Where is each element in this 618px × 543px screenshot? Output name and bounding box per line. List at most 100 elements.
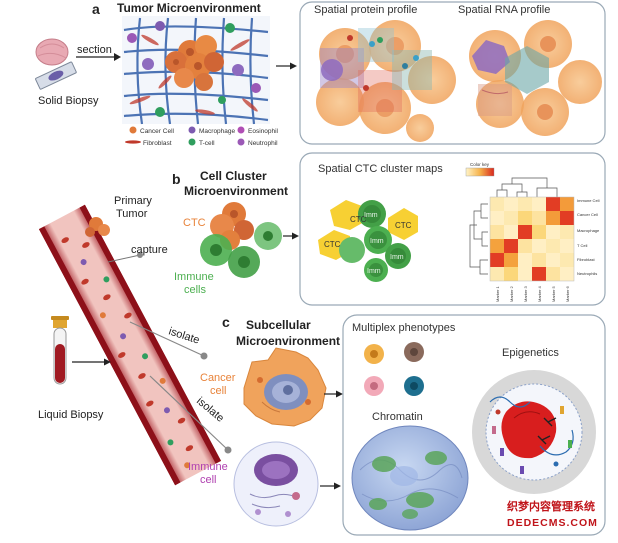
panel-b-title-2: Microenvironment xyxy=(184,184,288,198)
immune-cells-label-1: Immune xyxy=(174,271,214,283)
solid-biopsy-illustration xyxy=(35,38,77,90)
heatmap-col-label-6: Marker 6 xyxy=(565,285,570,302)
cluster-ctc-label-2: CTC xyxy=(324,240,341,249)
cluster-imm-label-3: Imm xyxy=(390,254,404,261)
legend-eosinophil: Eosinophil xyxy=(248,128,279,135)
protein-profile-illustration xyxy=(316,20,456,142)
heatmap-col-label-4: Marker 4 xyxy=(537,285,542,302)
panel-b: b Cell Cluster Microenvironment Primary … xyxy=(114,152,606,306)
legend-fibroblast: Fibroblast xyxy=(143,140,172,147)
cancer-cell-label-2: cell xyxy=(210,385,227,397)
vessel-blood-cells xyxy=(61,237,194,469)
profile-arrowhead xyxy=(290,62,297,70)
panel-a-letter: a xyxy=(92,1,100,17)
liquid-biopsy-tube xyxy=(51,316,69,385)
cancer-cell-large xyxy=(243,347,327,427)
heatmap-col-label-5: Marker 5 xyxy=(551,285,556,302)
panel-c-title-2: Microenvironment xyxy=(236,334,340,348)
protein-profile-title: Spatial protein profile xyxy=(314,4,417,16)
watermark: 织梦内容管理系统 DEDECMS.COM xyxy=(507,499,598,529)
eosinophil-icon xyxy=(237,126,245,134)
watermark-line-2: DEDECMS.COM xyxy=(507,517,598,529)
epigenetics-title: Epigenetics xyxy=(502,347,559,359)
legend-t-cell: T-cell xyxy=(199,140,215,147)
chromatin-title: Chromatin xyxy=(372,411,423,423)
capture-line xyxy=(107,254,141,263)
heatmap-col-label-3: Marker 3 xyxy=(523,285,528,302)
capture-label: capture xyxy=(131,244,168,256)
epigenetics-cell xyxy=(472,370,596,494)
cancer-cell-cluster xyxy=(165,35,224,91)
isolate-point-1 xyxy=(200,352,208,360)
heatmap-row-label-6: Neutrophils xyxy=(577,271,597,276)
isolate-label-1: isolate xyxy=(167,325,201,346)
primary-tumor-label-1: Primary xyxy=(114,195,152,207)
legend-macrophage: Macrophage xyxy=(199,128,236,135)
immune-cells-label-2: cells xyxy=(184,284,207,296)
cluster-ctc-label-1: CTC xyxy=(350,215,367,224)
heatmap-col-label-1: Marker 1 xyxy=(495,285,500,302)
isolate-point-2 xyxy=(224,446,232,454)
ctc-label: CTC xyxy=(183,217,206,229)
watermark-line-1: 织梦内容管理系统 xyxy=(507,499,595,513)
immune-cell-label-2: cell xyxy=(200,474,217,486)
cluster-imm-label-4: Imm xyxy=(367,268,381,275)
primary-tumor-label-2: Tumor xyxy=(116,208,148,220)
color-key-label: Color key xyxy=(470,162,490,167)
section-arrowhead xyxy=(114,53,121,61)
immune-cell-arrowhead xyxy=(334,482,341,490)
heatmap-row-label-3: Macrophage xyxy=(577,228,600,233)
cluster-map-title: Spatial CTC cluster maps xyxy=(318,163,443,175)
neutrophil-icon xyxy=(237,138,245,146)
heatmap-row-label-4: T Cell xyxy=(577,243,587,248)
cancer-cell-icon xyxy=(129,126,137,134)
isolate-line-1 xyxy=(129,321,205,357)
fibroblast-icon xyxy=(125,140,141,144)
multiplex-phenotype-cells xyxy=(364,342,424,396)
legend-neutrophil: Neutrophil xyxy=(248,140,278,147)
immune-cell-label-1: Immune xyxy=(188,461,228,473)
legend-cancer-cell: Cancer Cell xyxy=(140,128,175,135)
heatmap-dendrogram-left xyxy=(469,203,488,275)
scattered-immune-cells xyxy=(127,21,261,117)
cancer-cell-arrowhead xyxy=(336,390,343,398)
heatmap-row-label-2: Cancer Cell xyxy=(577,212,598,217)
section-label: section xyxy=(77,44,112,56)
immune-cell-large xyxy=(233,441,319,527)
rna-profile-title: Spatial RNA profile xyxy=(458,4,550,16)
capture-point xyxy=(137,252,143,258)
heatmap-col-label-2: Marker 2 xyxy=(509,285,514,302)
panel-a: a Tumor Microenvironment Solid Biopsy se… xyxy=(35,1,606,147)
cluster-imm-label-1: Imm xyxy=(364,212,378,219)
chromatin-nucleus xyxy=(351,425,469,531)
primary-tumor-mass xyxy=(85,217,110,237)
isolate-line-2 xyxy=(149,375,229,451)
panel-a-title: Tumor Microenvironment xyxy=(117,1,261,15)
heatmap-dendrogram-top xyxy=(496,177,558,198)
multiplex-title: Multiplex phenotypes xyxy=(352,322,456,334)
cancer-cell-label-1: Cancer xyxy=(200,372,236,384)
ctc-cluster-illustration xyxy=(318,200,418,282)
panel-c: c Subcellular Microenvironment isolate i… xyxy=(38,314,606,536)
panel-c-letter: c xyxy=(222,314,230,330)
heatmap-row-label-1: Immune Cell xyxy=(577,198,600,203)
color-key-gradient xyxy=(465,167,495,177)
tumor-mesh xyxy=(122,16,270,125)
cluster-arrowhead xyxy=(292,232,299,240)
cluster-imm-label-2: Imm xyxy=(370,238,384,245)
t-cell-icon xyxy=(188,138,196,146)
liquid-biopsy-label: Liquid Biopsy xyxy=(38,409,104,421)
panel-c-title-1: Subcellular xyxy=(246,318,311,332)
macrophage-icon xyxy=(188,126,196,134)
cluster-ctc-label-3: CTC xyxy=(395,221,412,230)
solid-biopsy-label: Solid Biopsy xyxy=(38,95,99,107)
heatmap-row-label-5: Fibroblast xyxy=(577,257,595,262)
cluster-heatmap xyxy=(489,196,575,282)
panel-b-letter: b xyxy=(172,171,181,187)
rna-profile-illustration xyxy=(469,20,602,136)
blood-vessel xyxy=(38,204,222,486)
cell-legend: Cancer Cell Fibroblast Macrophage T-cell… xyxy=(125,126,279,147)
ctc-immune-cluster xyxy=(200,202,282,278)
